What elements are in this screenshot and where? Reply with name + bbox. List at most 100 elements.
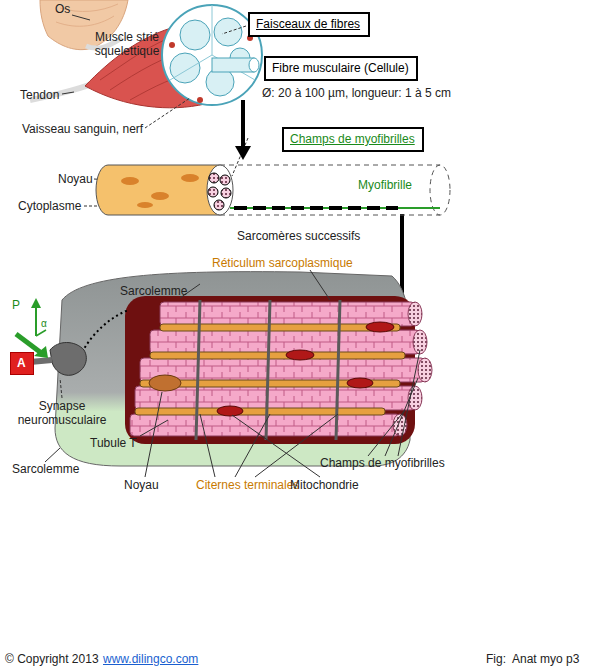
part-label: Champs de myofibrilles	[320, 456, 445, 470]
t-tubule	[336, 300, 340, 440]
myofibril	[150, 330, 420, 354]
leader-line	[200, 414, 215, 477]
neuromuscular-synapse	[50, 343, 86, 376]
muscle-cross-section	[169, 42, 175, 48]
t-tubule	[196, 300, 200, 440]
myofibril-line	[234, 206, 398, 210]
myofibril-line	[230, 207, 440, 209]
muscle-cross-section	[249, 58, 259, 72]
callout-box: A	[10, 352, 34, 375]
muscle-fiber-cylinder	[207, 165, 233, 215]
muscle-cross-section	[162, 5, 262, 105]
muscle-cross-section	[212, 58, 254, 72]
stimulus-arrow	[35, 306, 37, 336]
myofibril	[130, 302, 432, 436]
part-label: Ø: 20 à 100 µm, longueur: 1 à 5 cm	[262, 86, 451, 100]
t-tubule	[196, 300, 340, 440]
muscle-cross-section	[162, 5, 262, 105]
mitochondria	[347, 378, 373, 388]
part-label: Tendon	[20, 88, 59, 102]
part-label: Sarcolemme	[120, 284, 187, 298]
leader-line	[145, 98, 190, 128]
muscle-fiber-cylinder	[220, 175, 230, 185]
myofibril	[408, 302, 422, 326]
box-text: A	[17, 356, 26, 371]
leader-line	[232, 138, 248, 176]
part-label: Tubule T	[90, 436, 137, 450]
leader-line	[45, 270, 420, 477]
muscle-cross-section	[170, 53, 200, 83]
part-label: www.dilingco.com	[103, 652, 198, 666]
box-text: Champs de myofibrilles	[290, 132, 415, 147]
muscle-fiber-cylinder	[121, 177, 139, 185]
nucleus	[149, 375, 181, 391]
part-label: © Copyright 2013	[5, 652, 99, 666]
muscle-fiber-cylinder	[137, 202, 153, 208]
neuromuscular-synapse	[30, 310, 128, 375]
muscle-fiber-cylinder	[214, 200, 224, 210]
t-tubule	[266, 300, 270, 440]
stimulus-arrow	[31, 298, 41, 308]
leader-line	[310, 270, 330, 300]
stimulus-arrow	[16, 298, 48, 358]
leader-line	[232, 415, 320, 477]
myofibril	[135, 386, 415, 410]
muscle-cross-section	[170, 5, 255, 80]
neuromuscular-synapse	[82, 310, 128, 352]
mitochondria	[286, 350, 314, 360]
muscle-fiber-cylinder	[208, 187, 218, 197]
mitochondria	[217, 406, 243, 416]
part-label: Noyau	[124, 478, 159, 492]
part-label: Muscle strié squelettique	[92, 30, 162, 58]
muscle-fiber-cylinder	[209, 173, 219, 183]
part-label: Os	[55, 2, 70, 16]
leader-line	[398, 350, 420, 456]
myofibril	[418, 358, 432, 382]
leader-line	[385, 378, 418, 456]
sarcoplasmic-reticulum	[135, 408, 385, 415]
part-label: P	[12, 298, 20, 312]
leader-line	[45, 448, 60, 462]
muscle-fiber-cylinder	[221, 188, 231, 198]
label-box: Fibre musculaire (Cellule)	[264, 56, 418, 81]
part-label: Fig: Anat myo p3	[486, 652, 579, 666]
part-label: Synapse neuromusculaire	[12, 399, 112, 427]
down-arrow	[241, 100, 245, 148]
part-label: Myofibrille	[358, 178, 412, 192]
down-arrow	[235, 146, 251, 160]
part-label: Réticulum sarcoplasmique	[212, 256, 353, 270]
leader-line	[145, 392, 162, 477]
muscle-fiber-cylinder	[220, 165, 440, 215]
part-label: Noyau	[58, 172, 93, 186]
muscle-cross-section	[180, 20, 210, 50]
nucleus	[149, 375, 181, 391]
sarcoplasmic-reticulum	[150, 352, 405, 359]
muscle-fiber-cylinder	[181, 174, 199, 182]
part-label: Sarcolemme	[12, 462, 79, 476]
mitochondria	[217, 322, 394, 416]
part-label: Mitochondrie	[290, 478, 359, 492]
box-text: Faisceaux de fibres	[256, 17, 360, 32]
part-label: Citernes terminales	[196, 478, 299, 492]
leader-line	[222, 26, 246, 34]
box-text: Fibre musculaire (Cellule)	[272, 61, 409, 76]
leader-line	[235, 414, 270, 477]
stimulus-arrow	[34, 346, 48, 358]
stimulus-arrow	[16, 334, 40, 352]
part-label: Vaisseau sanguin, nerf	[22, 122, 143, 136]
part-label: Sarcomères successifs	[237, 229, 360, 243]
stimulus-arrow	[36, 330, 46, 336]
part-label: Cytoplasme	[18, 199, 81, 213]
leader-line	[62, 92, 74, 94]
muscle-cross-section	[197, 97, 203, 103]
part-label: α	[41, 317, 47, 331]
myofibril-line	[230, 208, 440, 209]
muscle-fiber-cylinder	[96, 165, 220, 215]
leader-line	[72, 15, 90, 20]
mitochondria	[366, 322, 394, 332]
muscle-fiber-cylinder	[151, 192, 169, 200]
muscle-cross-section	[214, 18, 242, 46]
leader-line	[60, 378, 62, 398]
